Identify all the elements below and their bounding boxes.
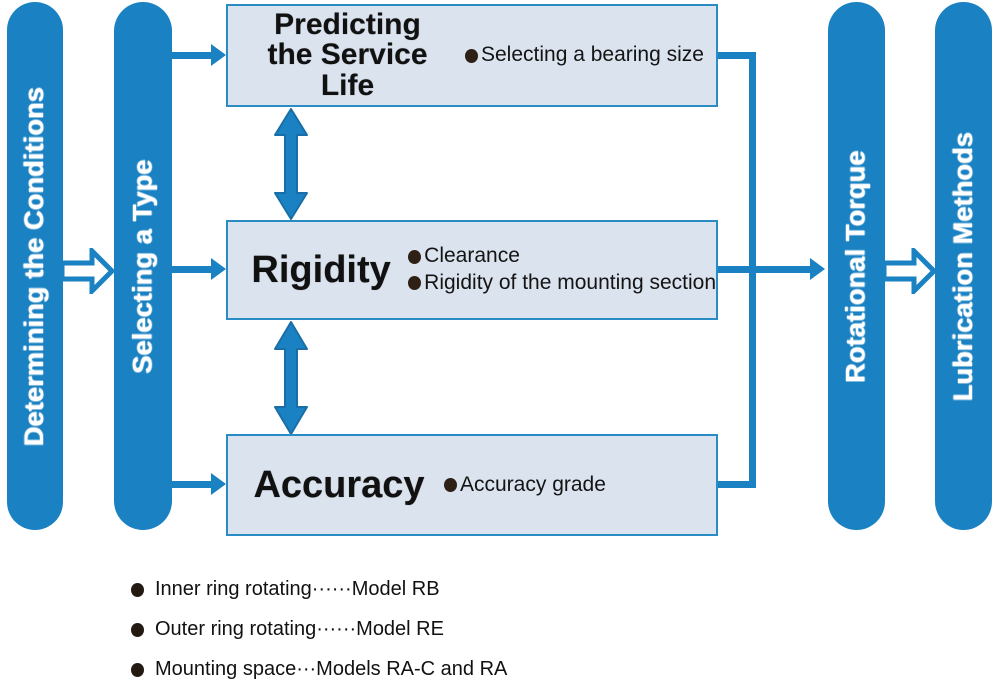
legend-item-mounting-space: Mounting space···Models RA-C and RA <box>131 658 507 681</box>
branch-line-to-rigidity <box>172 266 214 273</box>
arrow-conditions-to-type <box>59 244 116 298</box>
pill-label-determining-the-conditions: Determining the Conditions <box>19 86 50 446</box>
legend: Inner ring rotating······Model RB Outer … <box>131 578 507 689</box>
box-title-predicting-the-service-life: Predicting the Service Life <box>267 7 428 102</box>
box-title-accuracy: Accuracy <box>253 463 425 506</box>
bullet-label: Rigidity of the mounting section <box>424 271 716 294</box>
legend-item-label: Outer ring rotating······Model RE <box>155 618 444 640</box>
box-predicting-the-service-life[interactable]: Predicting the Service Life Selecting a … <box>226 4 718 107</box>
box-accuracy[interactable]: Accuracy Accuracy grade <box>226 434 718 536</box>
trunk-line-to-rotational-torque <box>749 266 813 273</box>
double-arrow-rigidity-accuracy <box>269 318 313 438</box>
branch-line-to-service-life <box>172 52 214 59</box>
pill-label-selecting-a-type: Selecting a Type <box>127 158 158 374</box>
bullet-item: Selecting a bearing size <box>465 42 704 69</box>
legend-item-label: Inner ring rotating······Model RB <box>155 578 440 600</box>
branch-arrowhead-to-rigidity <box>211 258 226 280</box>
branch-line-to-accuracy <box>172 481 214 488</box>
merge-line-from-accuracy <box>718 481 756 488</box>
box-bullets-rigidity: Clearance Rigidity of the mounting secti… <box>408 243 716 297</box>
arrowhead-to-rotational-torque <box>810 258 825 280</box>
bullet-dot-icon <box>408 276 422 291</box>
box-rigidity[interactable]: Rigidity Clearance Rigidity of the mount… <box>226 220 718 320</box>
legend-bullet-dot-icon <box>131 662 144 677</box>
pill-rotational-torque[interactable]: Rotational Torque <box>828 2 885 530</box>
pill-label-rotational-torque: Rotational Torque <box>841 149 872 383</box>
bullet-label: Clearance <box>424 244 520 268</box>
bullet-item: Clearance <box>408 243 716 270</box>
bullet-label: Selecting a bearing size <box>481 43 704 67</box>
branch-arrowhead-to-service-life <box>211 44 226 66</box>
merge-line-from-service-life <box>718 52 756 59</box>
legend-bullet-dot-icon <box>131 582 144 597</box>
legend-item-inner-ring-rotating: Inner ring rotating······Model RB <box>131 578 507 601</box>
pill-lubrication-methods[interactable]: Lubrication Methods <box>935 2 992 530</box>
arrow-torque-to-lubrication <box>881 244 938 298</box>
pill-selecting-a-type[interactable]: Selecting a Type <box>114 2 172 530</box>
legend-item-outer-ring-rotating: Outer ring rotating······Model RE <box>131 618 507 641</box>
legend-bullet-dot-icon <box>131 622 144 637</box>
bullet-dot-icon <box>444 478 457 492</box>
branch-arrowhead-to-accuracy <box>211 473 226 495</box>
double-arrow-service-life-rigidity <box>269 105 313 223</box>
bullet-dot-icon <box>465 48 478 63</box>
bullet-dot-icon <box>408 249 422 264</box>
pill-label-lubrication-methods: Lubrication Methods <box>948 131 979 401</box>
bullet-item: Accuracy grade <box>444 472 606 499</box>
pill-determining-the-conditions[interactable]: Determining the Conditions <box>7 2 63 530</box>
box-bullets-predicting-the-service-life: Selecting a bearing size <box>465 42 704 69</box>
bullet-label: Accuracy grade <box>460 472 606 496</box>
box-bullets-accuracy: Accuracy grade <box>444 472 606 499</box>
legend-item-label: Mounting space···Models RA-C and RA <box>155 658 508 680</box>
merge-line-from-rigidity <box>718 266 756 273</box>
bullet-item: Rigidity of the mounting section <box>408 270 716 297</box>
box-title-rigidity: Rigidity <box>251 248 391 291</box>
